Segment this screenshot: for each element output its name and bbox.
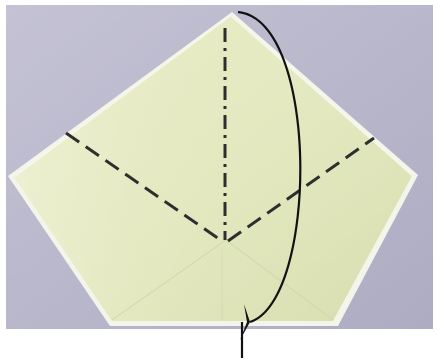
origami-photo bbox=[0, 0, 437, 363]
origami-diagram bbox=[0, 0, 437, 363]
